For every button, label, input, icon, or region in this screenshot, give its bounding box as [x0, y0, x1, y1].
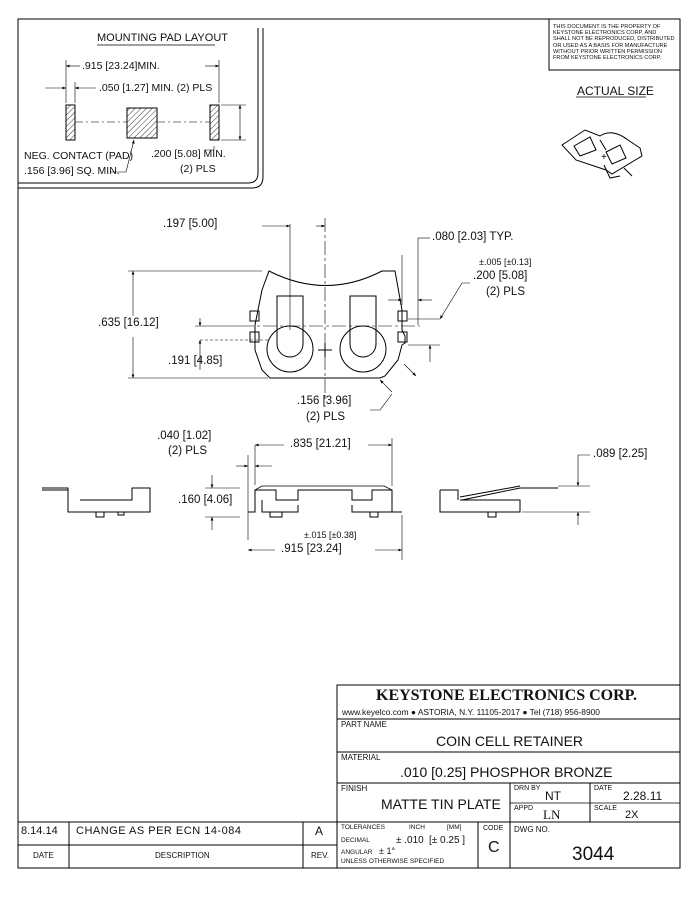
tol-005: ±.005 [±0.13]: [479, 257, 532, 267]
dim-160: .160 [4.06]: [178, 494, 233, 506]
revision-rev-header: REV.: [311, 851, 329, 860]
side-views: [42, 438, 590, 560]
finish: MATTE TIN PLATE: [381, 796, 501, 812]
decimal-label: DECIMAL: [341, 837, 370, 844]
scale: 2X: [625, 809, 639, 821]
actual-size-illustration: +: [561, 129, 643, 179]
svg-text:+: +: [601, 152, 607, 163]
notice-text: THIS DOCUMENT IS THE PROPERTY OF KEYSTON…: [553, 24, 675, 61]
actual-size-label: ACTUAL SIZE: [577, 84, 654, 98]
pad-dim-pad-height-pls: (2) PLS: [180, 163, 216, 175]
dwg-no: 3044: [572, 844, 615, 865]
dim-089: .089 [2.25]: [593, 448, 648, 460]
telephone: Tel (718) 956-8900: [529, 707, 600, 717]
tolerances-label: TOLERANCES: [341, 824, 385, 831]
notice-line: FROM KEYSTONE ELECTRONICS CORP.: [553, 55, 662, 62]
material-label: MATERIAL: [341, 753, 381, 762]
angular-tol: ± 1°: [379, 846, 396, 856]
top-view: [128, 218, 470, 411]
drn-by: NT: [545, 789, 561, 803]
date-label: DATE: [594, 785, 613, 792]
dim-080: .080 [2.03] TYP.: [432, 231, 514, 243]
notice-line: WITHOUT PRIOR WRITTEN PERMISSION: [553, 48, 662, 55]
mounting-pad-layout: [18, 28, 264, 189]
notice-line: KEYSTONE ELECTRONICS CORP. AND: [553, 30, 657, 37]
tol-015: ±.015 [±0.38]: [304, 530, 357, 540]
part-name-label: PART NAME: [341, 720, 387, 729]
title-block-grid: [18, 684, 681, 869]
website: www.keyelco.com: [342, 707, 409, 717]
neg-contact-size: .156 [3.96] SQ. MIN.: [24, 165, 120, 177]
address: ASTORIA, N.Y. 11105-2017: [417, 707, 521, 717]
pad-dim-pad-height: .200 [5.08] MIN.: [151, 148, 226, 160]
angular-label: ANGULAR: [341, 849, 373, 856]
code-label: CODE: [483, 825, 504, 832]
appd: LN: [543, 807, 561, 822]
notice-line: SHALL NOT BE REPRODUCED, DISTRIBUTED: [553, 36, 675, 43]
unless-specified: UNLESS OTHERWISE SPECIFIED: [341, 858, 445, 865]
company-name: KEYSTONE ELECTRONICS CORP.: [376, 687, 637, 704]
drn-by-label: DRN BY: [514, 785, 541, 792]
dim-156: .156 [3.96]: [297, 395, 352, 407]
dim-835: .835 [21.21]: [290, 438, 351, 450]
neg-contact-label: NEG. CONTACT (PAD): [24, 150, 134, 162]
revision-date-header: DATE: [33, 851, 54, 860]
revision-date: 8.14.14: [21, 825, 58, 837]
revision-description-header: DESCRIPTION: [155, 851, 210, 860]
revision-letter: A: [315, 824, 324, 838]
pad-dim-pad-width: .050 [1.27] MIN. (2) PLS: [99, 82, 213, 94]
dim-197: .197 [5.00]: [163, 218, 218, 230]
dim-200: .200 [5.08]: [473, 270, 528, 282]
finish-label: FINISH: [341, 784, 368, 793]
company-contact-line: www.keyelco.com ● ASTORIA, N.Y. 11105-20…: [342, 707, 600, 717]
scale-label: SCALE: [594, 805, 617, 812]
decimal-tol: ± .010: [396, 835, 424, 846]
dim-635: .635 [16.12]: [98, 317, 159, 329]
code: C: [488, 839, 500, 856]
date: 2.28.11: [623, 789, 663, 803]
appd-label: APPD: [514, 805, 534, 812]
revision-description: CHANGE AS PER ECN 14-084: [76, 825, 242, 837]
dim-200-pls: (2) PLS: [486, 286, 525, 298]
material: .010 [0.25] PHOSPHOR BRONZE: [400, 764, 613, 780]
pad-dim-width: .915 [23.24]MIN.: [82, 60, 160, 72]
pad-layout-title: MOUNTING PAD LAYOUT: [97, 32, 228, 44]
dim-040-pls: (2) PLS: [168, 445, 207, 457]
decimal-tol-mm: [± 0.25 ]: [429, 835, 466, 846]
dim-915: .915 [23.24]: [281, 543, 342, 555]
part-name: COIN CELL RETAINER: [436, 733, 584, 749]
mm-label: [MM]: [447, 824, 462, 831]
inch-label: INCH: [409, 824, 425, 831]
dim-156-pls: (2) PLS: [306, 411, 345, 423]
dim-040: .040 [1.02]: [157, 430, 212, 442]
notice-line: THIS DOCUMENT IS THE PROPERTY OF: [553, 24, 661, 30]
dwg-no-label: DWG NO.: [514, 825, 550, 834]
notice-line: OR USED AS A BASIS FOR MANUFACTURE: [553, 42, 668, 49]
dim-191: .191 [4.85]: [168, 355, 223, 367]
